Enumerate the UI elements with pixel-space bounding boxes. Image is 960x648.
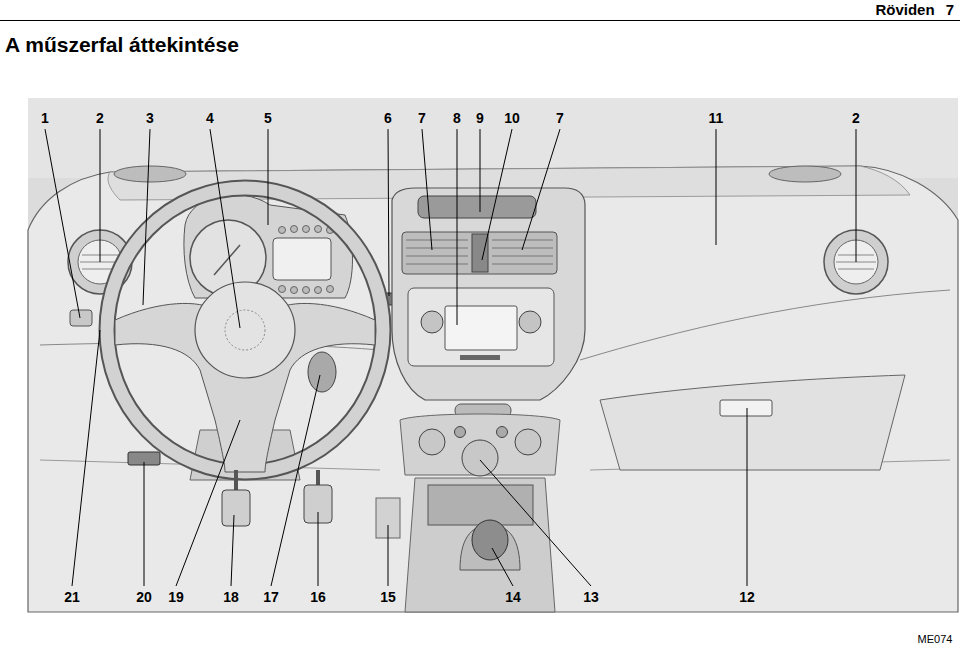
callout-number: 17: [263, 589, 279, 605]
callout-number: 8: [453, 110, 461, 126]
illustration-part: [406, 240, 468, 264]
callout-number: 5: [264, 110, 272, 126]
illustration-part: [279, 286, 286, 293]
illustration-part: [445, 306, 517, 350]
illustration-part: [472, 234, 488, 272]
illustration-part: [316, 470, 320, 487]
leader-line: [45, 129, 80, 318]
callout-number: 3: [146, 110, 154, 126]
leader-line: [492, 548, 513, 586]
page-header: Röviden: [875, 1, 934, 18]
callout-number: 19: [168, 589, 184, 605]
illustration-part: [308, 352, 336, 392]
callout-number: 13: [583, 589, 599, 605]
leader-line: [457, 129, 458, 325]
leader-line: [143, 129, 150, 305]
leader-line: [144, 462, 145, 586]
illustration-part: [405, 478, 555, 612]
page-header: 7: [946, 1, 954, 18]
callout-number: 21: [64, 589, 80, 605]
illustration-part: [769, 166, 841, 182]
illustration-part: [291, 226, 298, 233]
illustration-part: [515, 429, 541, 455]
illustration-part: [291, 287, 298, 294]
leader-line: [72, 330, 100, 586]
illustration-part: [419, 429, 445, 455]
illustration-part: [408, 288, 554, 366]
leader-line: [271, 375, 320, 586]
illustration-part: [720, 400, 772, 416]
illustration-part: [70, 310, 92, 326]
illustration-part: [28, 166, 958, 612]
illustration-part: [462, 440, 498, 476]
leader-line: [231, 515, 234, 586]
leader-line: [176, 420, 240, 586]
illustration-part: [497, 427, 508, 438]
callout-number: 12: [739, 589, 755, 605]
leader-line: [480, 460, 591, 586]
callout-number: 14: [505, 589, 521, 605]
illustration-part: [28, 98, 958, 612]
callout-number: 18: [223, 589, 239, 605]
illustration-part: [315, 226, 322, 233]
leader-line: [422, 129, 432, 250]
illustration-part: [392, 188, 585, 400]
callout-number: 16: [310, 589, 326, 605]
leader-line: [716, 129, 717, 245]
illustration-part: [418, 196, 536, 218]
illustration-part: [303, 287, 310, 294]
illustration-part: [460, 355, 500, 360]
callout-number: 10: [504, 110, 520, 126]
illustration-part: [402, 232, 557, 274]
callout-number: 2: [852, 110, 860, 126]
leader-line: [522, 129, 560, 250]
illustration-part: [600, 375, 905, 470]
leader-line: [856, 129, 857, 262]
leader-line: [100, 129, 101, 262]
illustration-part: [428, 485, 533, 525]
illustration-part: [421, 311, 443, 333]
illustration-part: [114, 166, 186, 182]
callout-number: 7: [556, 110, 564, 126]
illustration-part: [234, 470, 238, 492]
illustration-part: [455, 427, 466, 438]
leader-line: [318, 512, 319, 586]
illustration-part: [315, 287, 322, 294]
leader-line: [388, 525, 389, 586]
figure-code: ME074: [918, 633, 953, 646]
illustration-part: [279, 227, 286, 234]
callout-number: 4: [206, 110, 214, 126]
callout-number: 9: [476, 110, 484, 126]
illustration-part: [214, 245, 240, 275]
callout-number: 2: [96, 110, 104, 126]
illustration-part: [222, 490, 250, 526]
leader-line: [268, 129, 269, 225]
illustration-part: [519, 311, 541, 333]
leader-line: [480, 129, 481, 212]
leader-line: [210, 129, 240, 328]
illustration-part: [225, 310, 265, 350]
page-title: A műszerfal áttekintése: [5, 33, 239, 57]
illustration-part: [273, 238, 331, 280]
illustration-part: [279, 226, 334, 294]
illustration-part: [400, 414, 560, 475]
illustration-part: [303, 226, 310, 233]
callout-number: 6: [384, 110, 392, 126]
leader-line: [482, 129, 512, 260]
callout-number: 20: [136, 589, 152, 605]
illustration-part: [107, 188, 383, 472]
illustration-part: [195, 282, 295, 378]
leader-line: [388, 129, 389, 296]
callout-number: 15: [380, 589, 396, 605]
callout-number: 1: [41, 110, 49, 126]
illustration-part: [327, 286, 334, 293]
callout-number: 7: [418, 110, 426, 126]
illustration-part: [0, 20, 960, 21]
illustration-part: [492, 240, 553, 264]
illustration-part: [107, 188, 383, 472]
illustration-part: [472, 520, 508, 560]
callout-number: 11: [709, 110, 724, 126]
leader-line: [747, 408, 748, 586]
